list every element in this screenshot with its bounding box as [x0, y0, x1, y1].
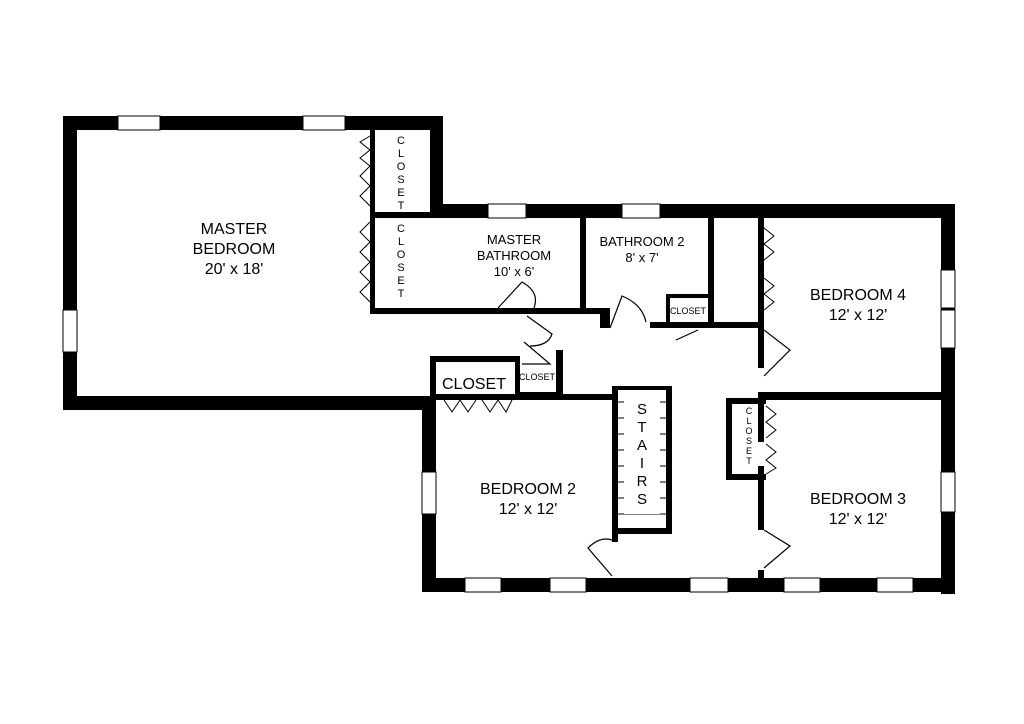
stairs-label: S T A I R S — [637, 401, 648, 508]
bathroom2-name: BATHROOM 2 — [600, 234, 685, 249]
bedroom3-name: BEDROOM 3 — [810, 491, 906, 508]
small-closet-door — [675, 329, 699, 341]
small-closet-b-label: CLOSET — [670, 306, 707, 316]
hall-closet-door — [522, 341, 552, 365]
bathroom2-door — [609, 295, 647, 329]
closet-letter: O — [745, 426, 752, 436]
closet-letter: C — [397, 223, 405, 235]
master-bedroom-name-2: BEDROOM — [193, 241, 276, 258]
bedroom2-size: 12' x 12' — [499, 501, 558, 518]
bedroom3-label: BEDROOM 3 12' x 12' — [810, 491, 906, 528]
closet-letter: O — [397, 161, 406, 173]
closet-letter: E — [397, 187, 404, 199]
walls — [63, 116, 955, 594]
windows — [62, 115, 956, 593]
closet-letter: T — [398, 200, 405, 212]
hall-closet-label: CLOSET — [442, 376, 506, 393]
bedroom3-door — [763, 529, 792, 569]
closet-letter: E — [746, 446, 752, 456]
closet-letter: T — [746, 456, 752, 466]
stairs-letter: A — [637, 437, 647, 454]
closet-letter: L — [398, 236, 404, 248]
master-bedroom-label: MASTER BEDROOM 20' x 18' — [193, 221, 276, 278]
closet-letter: S — [397, 174, 404, 186]
doors — [497, 281, 792, 577]
master-bathroom-label: MASTER BATHROOM 10' x 6' — [477, 232, 551, 279]
bedroom2-label: BEDROOM 2 12' x 12' — [480, 481, 576, 518]
closet-letter: S — [746, 436, 752, 446]
stairs-letter: S — [637, 491, 647, 508]
master-bedroom-name-1: MASTER — [201, 221, 268, 238]
closet-letter: C — [397, 135, 405, 147]
master-bedroom-size: 20' x 18' — [205, 261, 264, 278]
small-closet-a-label: CLOSET — [519, 372, 556, 382]
bathroom2-label: BATHROOM 2 8' x 7' — [600, 234, 685, 265]
bathroom2-size: 8' x 7' — [625, 250, 658, 265]
closet-folding-doors — [359, 135, 777, 475]
bedroom4-size: 12' x 12' — [829, 307, 888, 324]
master-bathroom-size: 10' x 6' — [494, 264, 534, 279]
master-bathroom-name-2: BATHROOM — [477, 248, 551, 263]
closet-letter: O — [397, 249, 406, 261]
closet-label-lower: C L O S E T — [397, 223, 406, 300]
stairs-letter: I — [640, 455, 644, 472]
closet-label-bedroom3: C L O S E T — [745, 406, 752, 466]
closet-letter: S — [397, 262, 404, 274]
closet-letter: T — [398, 288, 405, 300]
bedroom4-name: BEDROOM 4 — [810, 287, 906, 304]
bedroom4-door — [763, 329, 791, 377]
stairs-letter: S — [637, 401, 647, 418]
master-bath-door — [497, 281, 537, 309]
bedroom2-name: BEDROOM 2 — [480, 481, 576, 498]
closet-letter: L — [398, 148, 404, 160]
bedroom4-label: BEDROOM 4 12' x 12' — [810, 287, 906, 324]
bedroom3-size: 12' x 12' — [829, 511, 888, 528]
closet-letter: C — [746, 406, 753, 416]
stairs-label-bg — [624, 396, 660, 514]
closet-letter: L — [746, 416, 751, 426]
stairs-letter: R — [637, 473, 648, 490]
master-bathroom-name-1: MASTER — [487, 232, 541, 247]
master-bedroom-door — [526, 315, 553, 347]
stairs-letter: T — [637, 419, 646, 436]
bedroom2-door — [587, 538, 613, 577]
closet-letter: E — [397, 275, 404, 287]
closet-label-upper: C L O S E T — [397, 135, 406, 212]
